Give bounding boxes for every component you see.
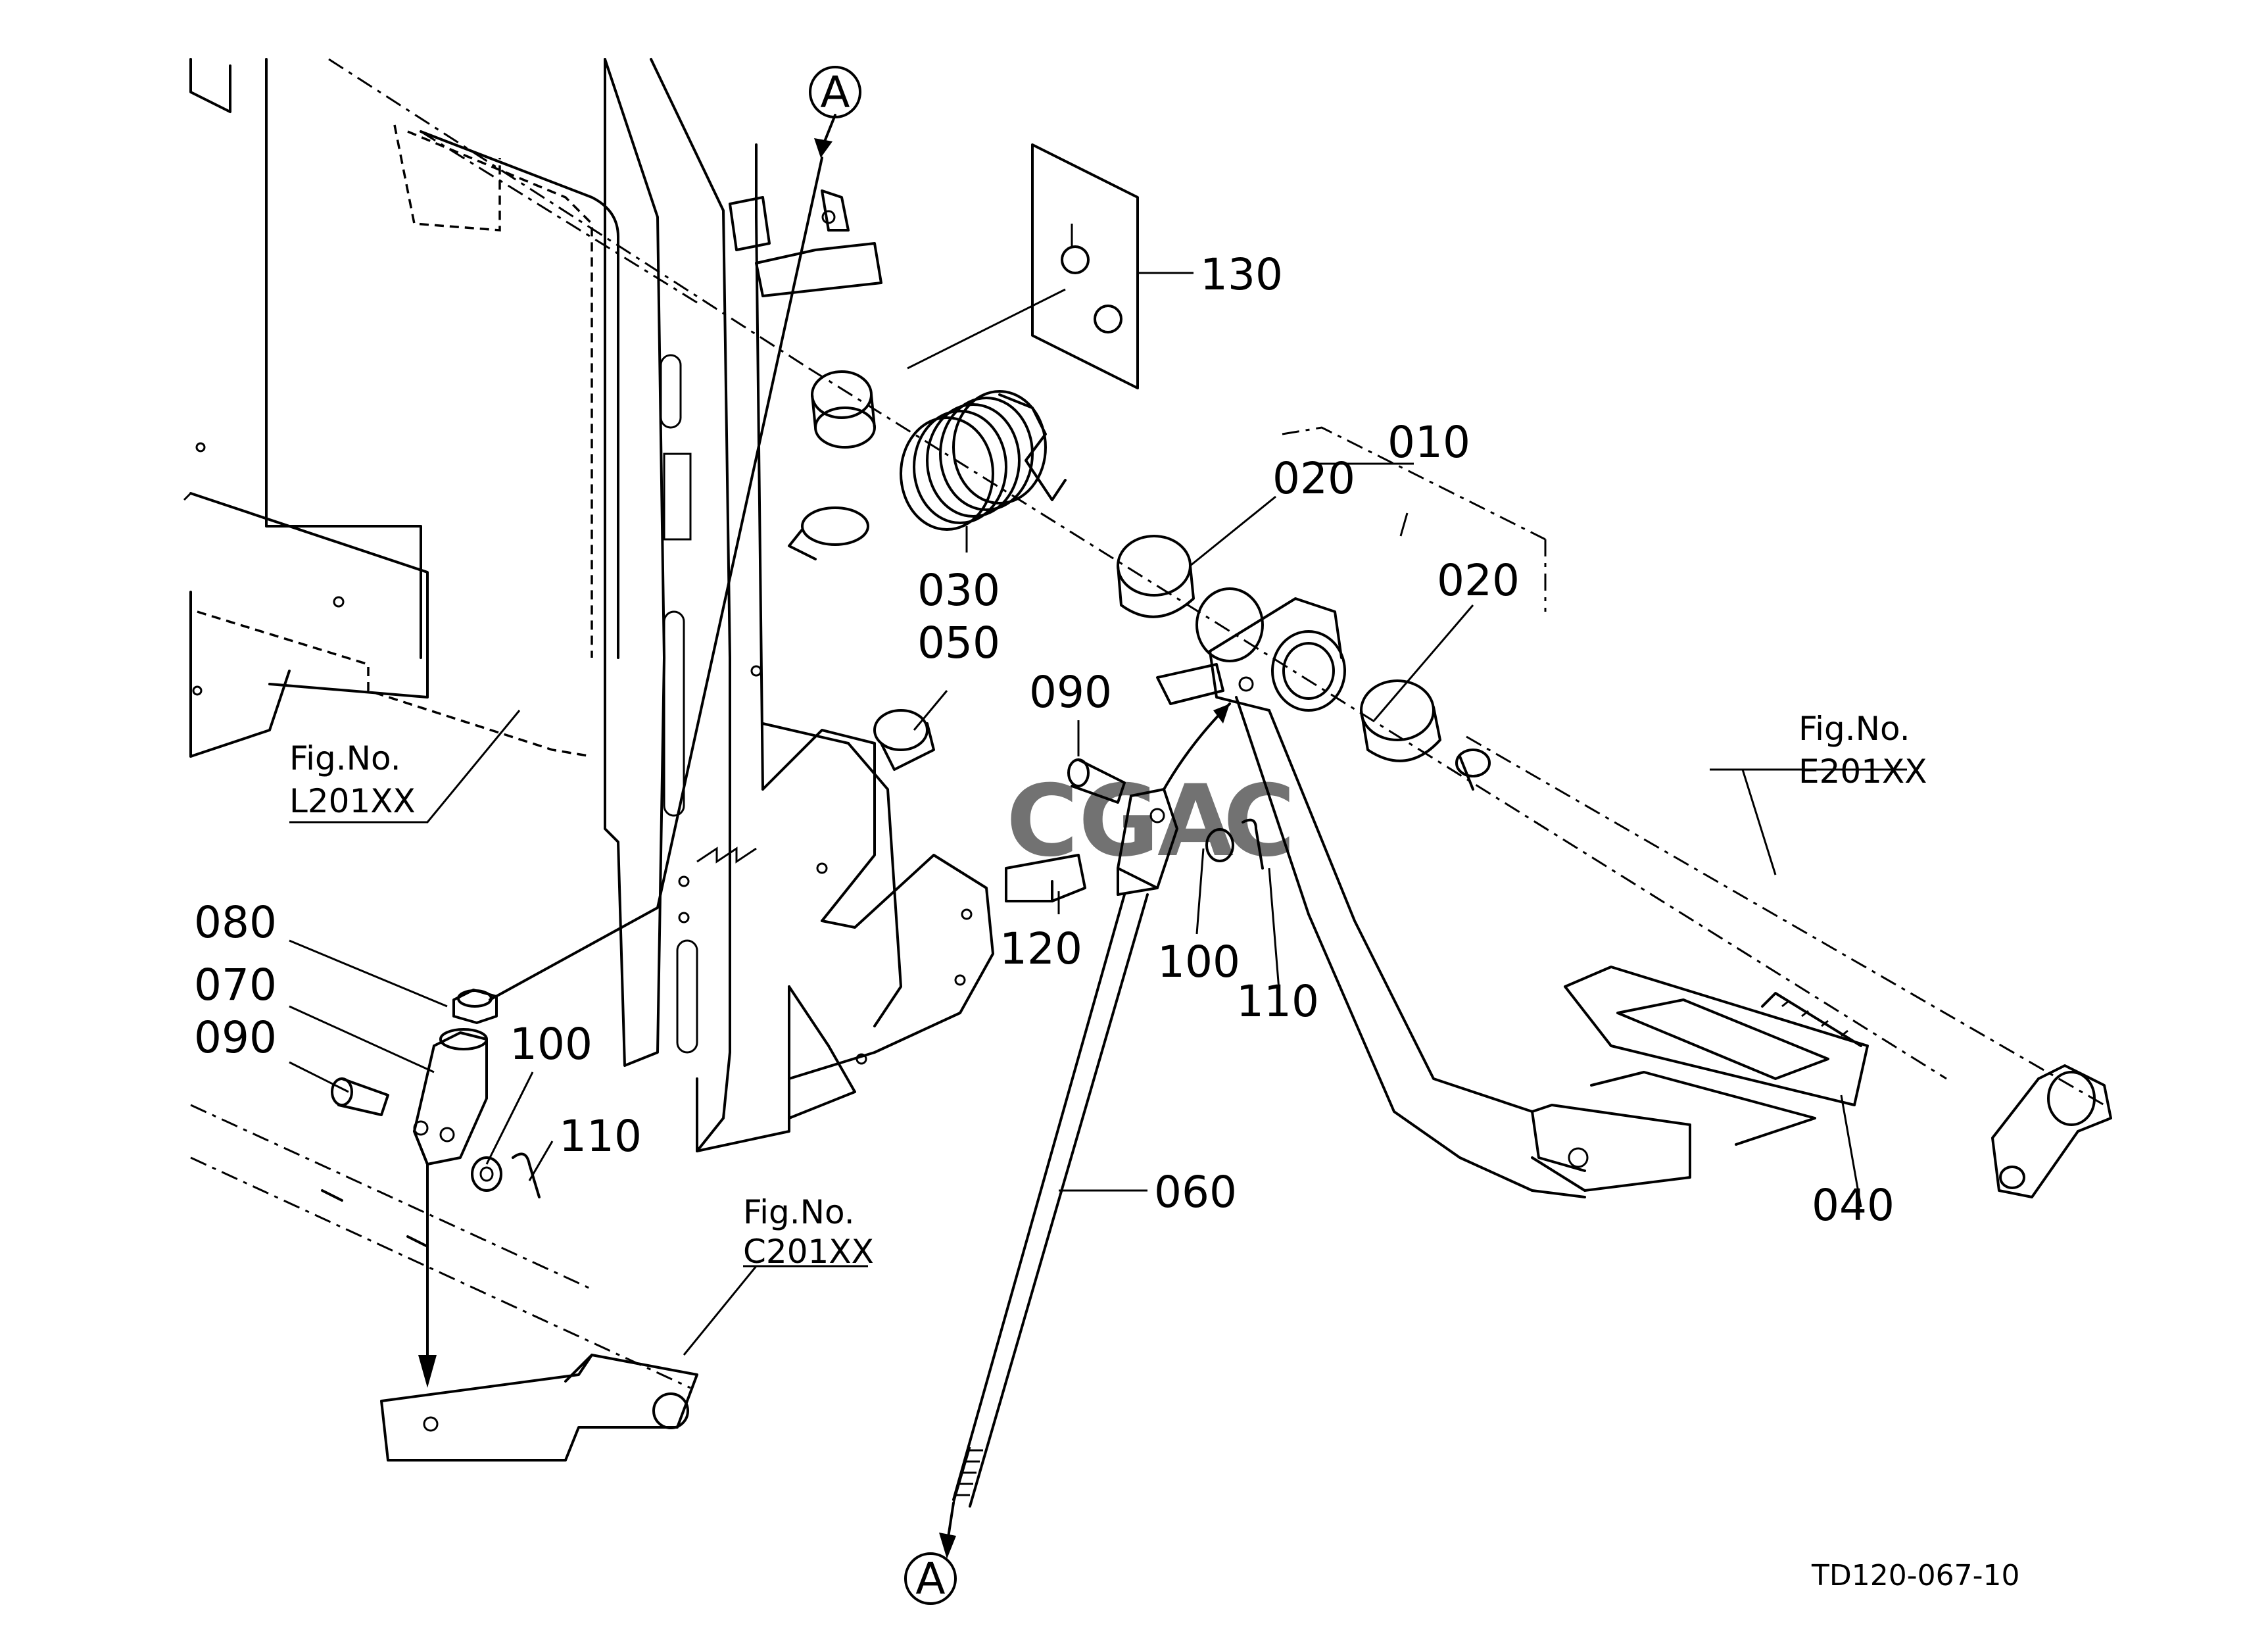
reference-mark-bottom: A: [904, 1552, 957, 1605]
leader-lines: [289, 272, 1907, 1356]
label-070: 070: [194, 960, 277, 1010]
bottom-frame-rails: [190, 1104, 698, 1462]
watermark-letter-2: G: [1078, 764, 1159, 879]
frame-structure: [189, 58, 994, 1152]
reference-mark-top-letter: A: [820, 67, 850, 118]
reference-mark-bottom-letter: A: [915, 1554, 945, 1604]
reference-mark-top: A: [809, 66, 861, 118]
label-030: 030: [917, 565, 1000, 616]
fig-ref-bottom-line1: Fig.No.: [743, 1193, 855, 1231]
bushing-020-left: [1117, 535, 1195, 618]
drawing-number: TD120-067-10: [1811, 1559, 2019, 1592]
label-020-b: 020: [1437, 555, 1520, 606]
plate-130: [1031, 143, 1139, 389]
fig-ref-left-line1: Fig.No.: [289, 739, 401, 777]
watermark-letter-4: C: [1223, 764, 1295, 879]
reference-arrows: [489, 114, 956, 1559]
fig-ref-right-line1: Fig.No.: [1798, 710, 1910, 748]
bushing-020-right: [1360, 679, 1441, 762]
spring-030: [900, 390, 1067, 531]
watermark-letter-3: A: [1157, 764, 1234, 879]
label-110-a: 110: [559, 1111, 642, 1162]
fig-ref-bottom-line2: C201XX: [743, 1233, 874, 1271]
watermark-letter-1: C: [1006, 764, 1078, 879]
pedal-pad-040: [1564, 966, 1869, 1106]
clevis-group-center: [952, 702, 1264, 1508]
label-060: 060: [1154, 1167, 1237, 1217]
label-080: 080: [194, 897, 277, 948]
fig-ref-right-line2: E201XX: [1798, 752, 1927, 791]
bushing-upper: [811, 370, 876, 449]
label-050: 050: [917, 618, 1000, 668]
label-090-b: 090: [1029, 667, 1112, 718]
label-100-a: 100: [510, 1019, 592, 1069]
label-110-b: 110: [1236, 976, 1319, 1027]
label-040: 040: [1812, 1180, 1894, 1231]
part-labels: 130 010 020 020 030 050 090 120 100 110 …: [194, 249, 1894, 1231]
shaft: [1455, 749, 2112, 1198]
label-100-b: 100: [1157, 937, 1240, 987]
bushing-050: [873, 709, 935, 771]
label-120: 120: [1000, 923, 1082, 974]
label-010: 010: [1387, 417, 1470, 468]
clevis-group-left: [331, 989, 541, 1388]
watermark-logo: C G A C: [1006, 764, 1295, 879]
fig-ref-left-line2: L201XX: [289, 782, 416, 820]
label-130: 130: [1200, 249, 1283, 300]
pedal-assembly-010: [1156, 587, 1816, 1198]
figure-refs: Fig.No. L201XX Fig.No. E201XX Fig.No. C2…: [289, 710, 1927, 1271]
label-090-a: 090: [194, 1012, 277, 1063]
label-020-a: 020: [1272, 453, 1355, 504]
center-lines: [183, 58, 2105, 1106]
